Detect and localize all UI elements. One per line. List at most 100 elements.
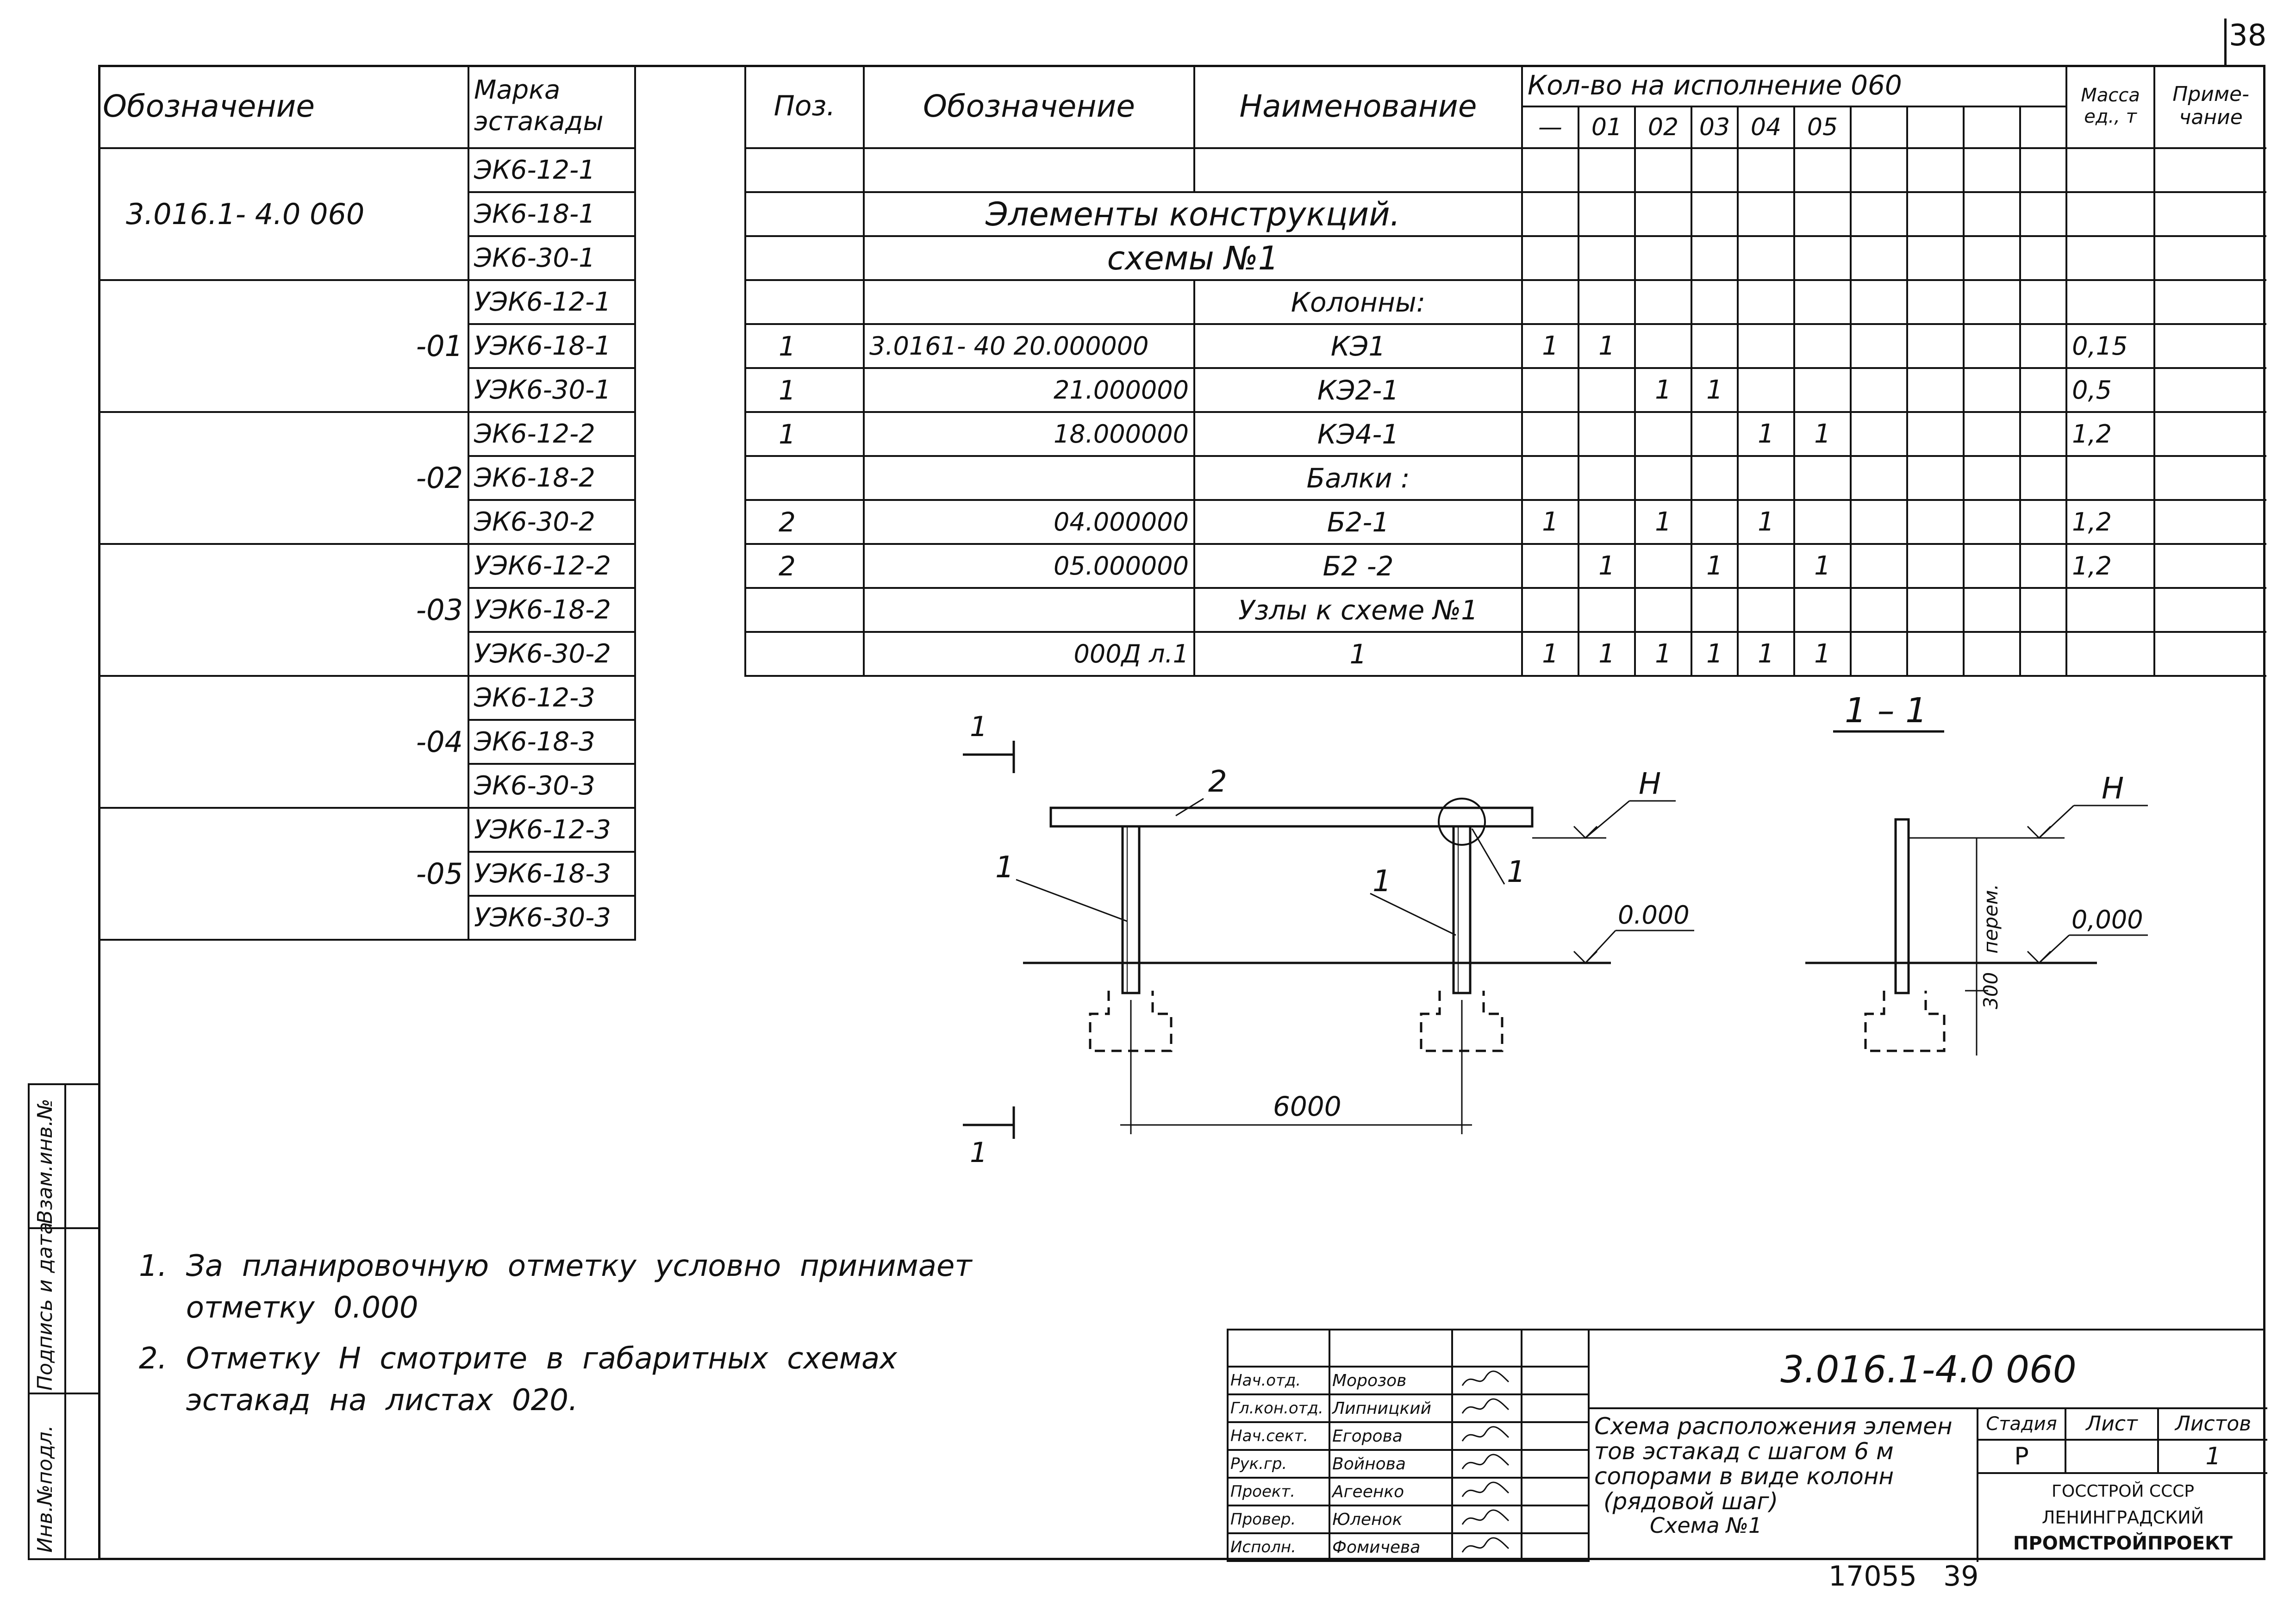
marks-mark-cell: УЭК6-12-1: [468, 279, 636, 325]
spec-qty-cell: 1: [1521, 323, 1579, 369]
signer-role: Провер.: [1227, 1505, 1330, 1534]
spec-row: [744, 147, 2267, 193]
signer-row: Провер.Юленок: [1227, 1505, 1590, 1534]
spec-name: Колонны:: [1193, 279, 1523, 325]
title-line-2: тов эстакад с шагом 6 м: [1594, 1438, 1894, 1465]
spec-row: Балки :: [744, 455, 2267, 501]
signer-role: Нач.сект.: [1227, 1421, 1330, 1451]
page-number-divider: [2224, 19, 2227, 65]
marks-row: УЭК6-30-1: [98, 367, 636, 413]
page-number: 38: [2229, 19, 2267, 53]
spec-pos: [744, 631, 865, 677]
spec-qty-cell: 1: [1634, 631, 1692, 677]
spec-row: Элементы конструкций.: [744, 191, 2267, 237]
spec-pos: 1: [744, 323, 865, 369]
spec-qty-cell: [1963, 587, 2021, 633]
spec-qty-cell: [1521, 279, 1579, 325]
spec-qty-cell: [1634, 279, 1692, 325]
beam-2: [1049, 806, 1534, 828]
marks-mark-cell: ЭК6-30-2: [468, 499, 636, 545]
spec-mass: 1,2: [2065, 499, 2156, 545]
section-foundation: [1864, 991, 1946, 1052]
marks-row: ЭК6-18-3: [98, 719, 636, 765]
signature-cell: [1451, 1421, 1522, 1451]
spec-name: 1: [1193, 631, 1523, 677]
spec-qty-cell: [1634, 411, 1692, 457]
marks-mark-cell: ЭК6-12-2: [468, 411, 636, 457]
spec-qty-cell: [1578, 499, 1636, 545]
spec-qty-cell: 1: [1634, 367, 1692, 413]
spec-pos: [744, 587, 865, 633]
column-right: [1452, 825, 1472, 994]
spec-pos: 2: [744, 499, 865, 545]
spec-qty-cell: [1737, 543, 1795, 589]
spec-qty-cell: [1521, 587, 1579, 633]
elevation-drawing: 1 1 2 1 1 1 Н 0.000 6000 1 – 1 Н 0,000 3…: [963, 694, 2148, 1169]
spec-qty-cell: [1793, 367, 1852, 413]
marks-mark-cell: ЭК6-30-3: [468, 763, 636, 809]
section-level-h-label: Н: [2102, 772, 2124, 806]
spec-row: Узлы к схеме №1: [744, 587, 2267, 633]
qty-column-header: 03: [1691, 106, 1739, 149]
qty-column-header: 04: [1737, 106, 1795, 149]
spec-qty-cell: [1963, 279, 2021, 325]
spec-qty-cell: [1634, 587, 1692, 633]
title-line-5: Схема №1: [1650, 1513, 1762, 1538]
title-line-1: Схема расположения элемен: [1594, 1413, 1953, 1440]
sheet-label: Лист: [2066, 1409, 2157, 1441]
spec-qty-cell: 1: [1793, 631, 1852, 677]
spec-qty-cell: [1850, 367, 1908, 413]
spec-qty-cell: [1850, 323, 1908, 369]
spec-qty-cell: [1521, 455, 1579, 501]
note-2-line-1: 2. Отметку Н смотрите в габаритных схема…: [139, 1342, 898, 1376]
spec-qty-cell: [1963, 499, 2021, 545]
spec-qty-cell: 1: [1578, 543, 1636, 589]
marks-mark-cell: УЭК6-18-1: [468, 323, 636, 369]
spec-name: КЭ4-1: [1193, 411, 1523, 457]
spec-qty-cell: [1793, 587, 1852, 633]
spec-qty-cell: [1737, 455, 1795, 501]
spec-qty-cell: [1850, 279, 1908, 325]
qty-column-header: [2019, 106, 2068, 149]
spec-qty-cell: 1: [1691, 543, 1739, 589]
spec-qty-cell: 1: [1793, 543, 1852, 589]
spec-qty-cell: [1691, 499, 1739, 545]
section-mark-top: 1: [970, 711, 987, 743]
signature-cell: [1451, 1366, 1522, 1395]
spec-header-pos: Поз.: [744, 65, 865, 149]
marks-mark-cell: УЭК6-12-2: [468, 543, 636, 589]
spec-header-mass: Масса ед., т: [2065, 65, 2156, 149]
variable-label: перем.: [1979, 884, 2002, 954]
spec-section-title-1: Элементы конструкций.: [863, 191, 1523, 237]
spec-qty-cell: [2019, 323, 2068, 369]
spec-qty-cell: [1906, 367, 1965, 413]
signer-row: Нач.отд.Морозов: [1227, 1366, 1590, 1395]
handwritten-signature: [1461, 1454, 1510, 1469]
spec-qty-cell: [1850, 411, 1908, 457]
handwritten-signature: [1461, 1509, 1510, 1525]
spec-qty-cell: [1578, 587, 1636, 633]
marks-header-designation: Обозначение: [98, 65, 469, 149]
spec-qty-cell: [1850, 499, 1908, 545]
spec-qty-cell: [1691, 279, 1739, 325]
spec-qty-cell: [1906, 587, 1965, 633]
spec-qty-cell: [1963, 631, 2021, 677]
marks-header-mark-line1: Марка: [474, 75, 561, 105]
spec-pos: [744, 455, 865, 501]
spec-qty-cell: [2019, 367, 2068, 413]
stage-value: Р: [2014, 1443, 2029, 1470]
spec-qty-cell: 1: [1578, 323, 1636, 369]
marks-mark-cell: УЭК6-18-2: [468, 587, 636, 633]
marks-mark-cell: ЭК6-12-1: [468, 147, 636, 193]
spec-qty-cell: [1634, 543, 1692, 589]
spec-qty-cell: [1793, 279, 1852, 325]
signature-cell: [1451, 1449, 1522, 1479]
level-zero-label: 0.000: [1618, 900, 1690, 930]
spec-section-title-2: схемы №1: [863, 235, 1523, 281]
marks-row: УЭК6-30-2: [98, 631, 636, 677]
node-circle: [1438, 798, 1486, 846]
